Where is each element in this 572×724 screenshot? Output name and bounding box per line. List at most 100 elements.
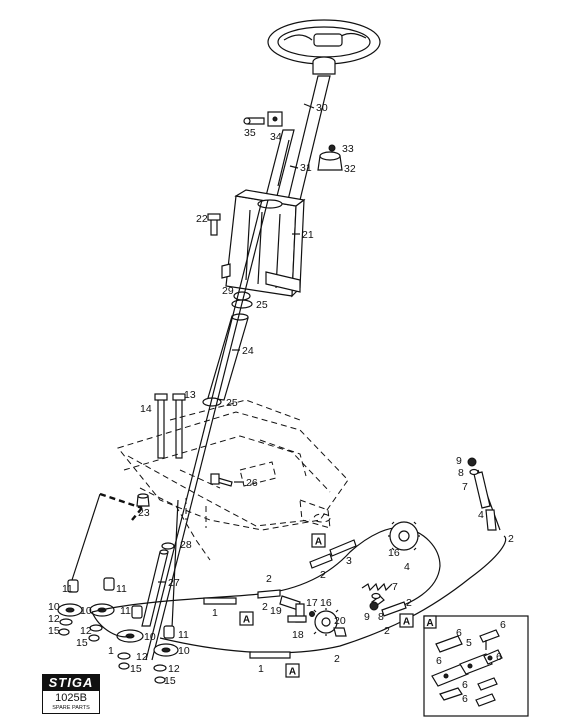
spacer-23: [136, 493, 150, 507]
label-9-a: 9: [456, 455, 462, 467]
label-6-c: 6: [436, 655, 442, 667]
label-8-b: 8: [378, 611, 384, 623]
sprocket-assembly-right: [153, 625, 179, 684]
label-12-b: 12: [80, 625, 92, 637]
label-31: 31: [300, 162, 312, 174]
label-2-c: 2: [262, 601, 268, 613]
label-11-b: 11: [116, 583, 127, 595]
label-29: 29: [222, 285, 234, 297]
bracket-18-19: [279, 595, 307, 623]
svg-text:A: A: [315, 537, 322, 548]
label-8-a: 8: [458, 467, 464, 479]
label-7-b: 7: [392, 581, 398, 593]
label-11-d: 11: [178, 629, 189, 641]
sprocket-16-upper: [388, 521, 420, 551]
label-14: 14: [140, 403, 152, 415]
cable-upper-right: [473, 471, 497, 531]
label-9-b: 9: [364, 611, 370, 623]
label-18: 18: [292, 629, 304, 641]
washer-28: [161, 542, 175, 550]
sprocket-assembly-left: [57, 579, 83, 636]
label-15-d: 15: [164, 675, 176, 687]
label-12-a: 12: [48, 613, 60, 625]
label-10-c: 10: [144, 631, 156, 643]
label-2-g: 2: [508, 533, 514, 545]
column-housing-21: [221, 189, 306, 298]
nut-9-lower: [369, 592, 381, 611]
label-6-d: 6: [496, 651, 502, 663]
model-code: 1025B: [55, 692, 87, 704]
svg-text:A: A: [403, 617, 410, 628]
label-10-d: 10: [178, 645, 190, 657]
screw-26: [210, 473, 233, 487]
label-6-e: 6: [462, 679, 468, 691]
svg-text:A: A: [243, 615, 250, 626]
bolt-22: [207, 213, 221, 236]
bushing-32: [317, 144, 343, 171]
detail-marker-a1: A: [311, 533, 326, 548]
label-6-f: 6: [462, 693, 468, 705]
label-2-f: 2: [334, 653, 340, 665]
shaft-27: [141, 549, 169, 627]
label-7-a: 7: [462, 481, 468, 493]
label-3: 3: [346, 555, 352, 567]
label-24: 24: [242, 345, 254, 357]
detail-marker-a4: A: [285, 663, 300, 678]
bracket-34: [243, 111, 283, 127]
label-10-a: 10: [48, 601, 60, 613]
label-17: 17: [306, 597, 318, 609]
chain-segment-right: [381, 601, 407, 617]
sprocket-16-lower: [313, 608, 339, 636]
label-25-upper: 25: [256, 299, 268, 311]
chain-segment-bottom: [249, 651, 291, 659]
callout-labels: 30 35 34 33 32 31 22 21 29 25 24 25 14 1…: [48, 102, 514, 705]
label-4-a: 4: [478, 509, 484, 521]
label-1-b: 1: [108, 645, 114, 657]
label-19: 19: [270, 605, 282, 617]
spare-parts-subtitle: SPARE PARTS: [52, 705, 90, 711]
label-13: 13: [184, 389, 196, 401]
label-2-e: 2: [406, 597, 412, 609]
label-6-a: 6: [456, 627, 462, 639]
label-32: 32: [344, 163, 356, 175]
label-2-a: 2: [266, 573, 272, 585]
brand-logo-block: STIGA 1025B SPARE PARTS: [42, 674, 100, 714]
label-12-c: 12: [136, 651, 148, 663]
label-34: 34: [270, 131, 282, 143]
nut-9-upper: [467, 457, 479, 476]
label-10-b: 10: [80, 605, 92, 617]
svg-text:A: A: [426, 618, 433, 629]
nut-17: [309, 611, 315, 617]
detail-marker-a3: A: [399, 613, 414, 628]
steering-wheel: [267, 19, 381, 75]
label-11-c: 11: [120, 605, 131, 617]
label-2-d: 2: [384, 625, 390, 637]
label-35: 35: [244, 127, 256, 139]
label-33: 33: [342, 143, 354, 155]
label-1-c: 1: [258, 663, 264, 675]
chain-segment-upper: [309, 539, 357, 569]
label-15-c: 15: [130, 663, 142, 675]
label-2-b: 2: [320, 569, 326, 581]
label-6-b: 6: [500, 619, 506, 631]
label-21: 21: [302, 229, 314, 241]
bolt-14: [154, 393, 168, 459]
label-20: 20: [334, 615, 346, 627]
detail-marker-a2: A: [239, 611, 254, 626]
label-5: 5: [466, 637, 472, 649]
brand-logo: STIGA: [43, 675, 99, 691]
chassis-frame: [117, 399, 349, 561]
label-4-b: 4: [404, 561, 410, 573]
label-30: 30: [316, 102, 328, 114]
label-27: 27: [168, 577, 180, 589]
label-15-b: 15: [76, 637, 88, 649]
label-22: 22: [196, 213, 208, 225]
chain-segment-left: [203, 589, 281, 605]
bolt-13: [172, 393, 186, 459]
label-12-d: 12: [168, 663, 180, 675]
label-26: 26: [246, 477, 258, 489]
label-25-lower: 25: [226, 397, 238, 409]
svg-text:A: A: [289, 667, 296, 678]
label-23: 23: [138, 507, 150, 519]
